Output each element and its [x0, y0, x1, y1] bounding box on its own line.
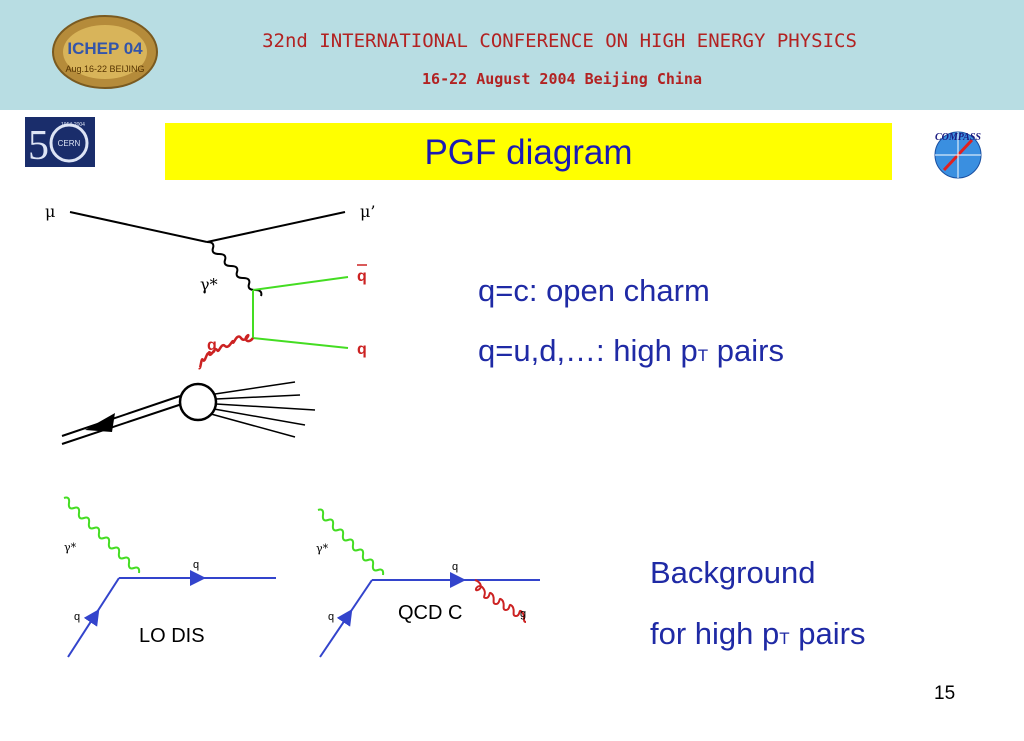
jet-line-1: [214, 381, 296, 395]
lo-dis-label-q-out: q: [193, 559, 199, 571]
background-line2: for high pT pairs: [650, 616, 865, 652]
jet-line-5: [210, 413, 296, 438]
ichep-logo: ICHEP 04 Aug.16-22 BEIJING: [52, 15, 158, 89]
jet-line-2: [215, 394, 301, 400]
high-pt-subscript: T: [697, 346, 709, 365]
title-box: PGF diagram: [165, 123, 892, 180]
qcdc-gluon-line: [474, 579, 527, 623]
qcdc-label-g: g: [520, 608, 526, 620]
compass-logo: COMPASS: [934, 131, 982, 179]
jet-line-3: [215, 403, 316, 411]
cern-logo-years: 1954-2004: [61, 122, 85, 128]
open-charm-text: q=c: open charm: [478, 273, 710, 308]
lo-dis-photon-line: [63, 496, 141, 574]
nucleon-arrow: [85, 413, 115, 432]
cern-50-logo-graphic: 5 CERN 1954-2004: [28, 122, 89, 167]
background-subscript: T: [779, 629, 790, 648]
lo-dis-diagram: γ* q q LO DIS: [63, 496, 276, 658]
qcdc-quark-in-arrow: [336, 609, 353, 627]
page-number: 15: [934, 683, 956, 704]
compass-logo-text: COMPASS: [935, 132, 981, 143]
conference-title: 32nd INTERNATIONAL CONFERENCE ON HIGH EN…: [262, 30, 857, 52]
ichep-logo-text: ICHEP 04: [67, 39, 143, 58]
background-prefix: for high p: [650, 616, 780, 651]
background-line1: Background: [650, 555, 816, 590]
pgf-diagram: μ μ’ γ* q q g: [45, 202, 375, 445]
qcd-compton-diagram: γ* q q g QCD C: [316, 508, 540, 658]
gluon-line: [197, 333, 255, 370]
qcdc-label-gamma: γ*: [316, 542, 329, 555]
muon-out-line: [206, 211, 346, 243]
cern-logo-text: CERN: [58, 139, 81, 148]
nucleon-blob: [178, 382, 218, 422]
qcdc-label-q-out: q: [452, 561, 458, 573]
nucleon-line-2: [61, 403, 183, 445]
label-g: g: [207, 337, 217, 354]
label-gamma-star: γ*: [200, 275, 218, 294]
lo-dis-label-gamma: γ*: [64, 541, 77, 554]
label-q: q: [357, 341, 367, 358]
muon-in-line: [69, 211, 208, 243]
label-mu-out: μ’: [360, 202, 375, 221]
header-band: [0, 0, 1024, 110]
background-suffix: pairs: [789, 616, 866, 651]
cern-50-logo: 5 CERN 1954-2004: [25, 117, 95, 167]
high-pt-suffix: pairs: [708, 333, 784, 368]
high-pt-prefix: q=u,d,…: high p: [478, 333, 698, 368]
qcdc-label-q-in: q: [328, 611, 334, 623]
high-pt-text: q=u,d,…: high pT pairs: [478, 333, 784, 369]
svg-text:5: 5: [28, 123, 49, 167]
lo-dis-caption: LO DIS: [139, 625, 205, 647]
qcdc-caption: QCD C: [398, 602, 462, 624]
lo-dis-quark-in-arrow: [83, 609, 100, 627]
lo-dis-label-q-in: q: [74, 611, 80, 623]
label-qbar: q: [357, 268, 367, 285]
quark-bottom-line: [252, 337, 349, 349]
slide-title: PGF diagram: [424, 133, 633, 172]
ichep-logo-subtext: Aug.16-22 BEIJING: [65, 64, 144, 74]
nucleon-line-1: [61, 395, 181, 437]
quark-top-line: [252, 276, 349, 291]
qcdc-photon-line: [317, 508, 385, 576]
conference-dates: 16-22 August 2004 Beijing China: [422, 70, 702, 88]
jet-line-4: [213, 408, 306, 426]
label-mu-in: μ: [45, 202, 55, 221]
virtual-photon-line: [206, 241, 263, 297]
